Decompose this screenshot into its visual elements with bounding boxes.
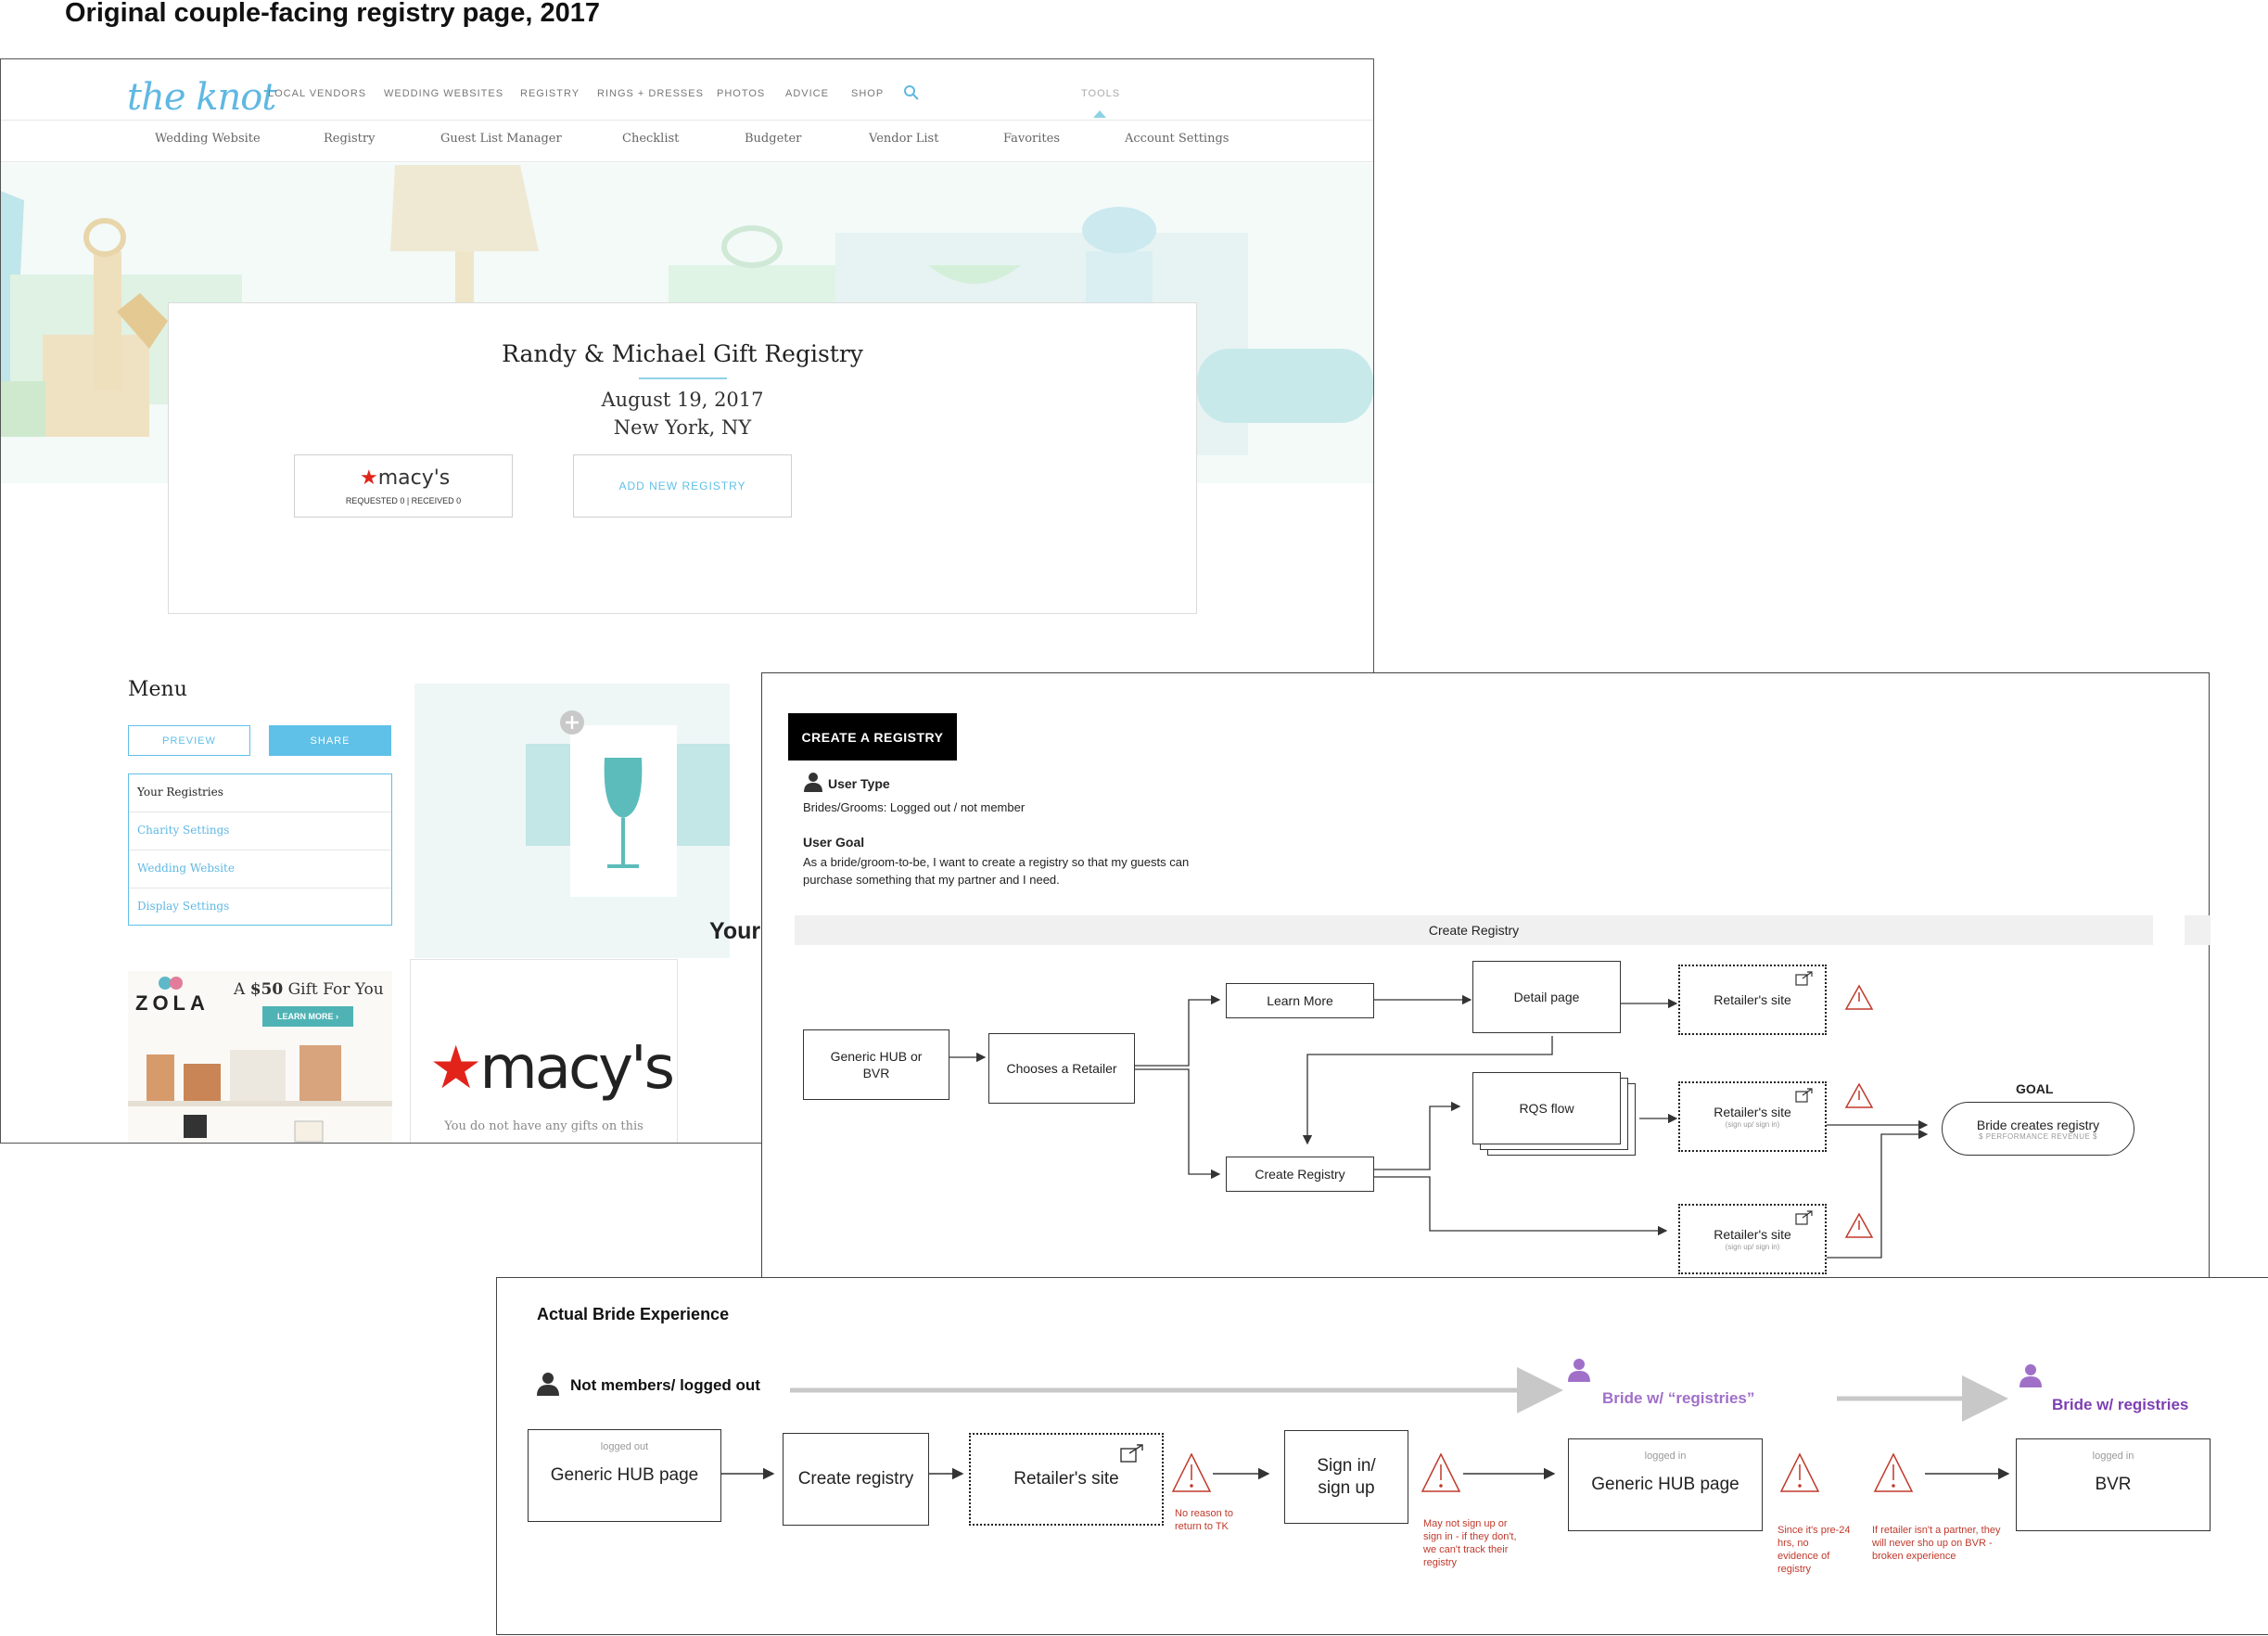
node-create-registry: Create Registry [1226,1157,1374,1192]
node-create-registry: Create registry [783,1433,929,1526]
note-may-not-sign-up: May not sign up or sign in - if they don… [1423,1518,1517,1568]
macys-logo: ★macy's [360,467,451,490]
subnav-registry[interactable]: Registry [324,132,376,146]
macys-registry-panel[interactable]: ★macy's You do not have any gifts on thi… [410,959,678,1143]
nav-local-vendors[interactable]: LOCAL VENDORS [268,88,367,99]
subnav-wedding-website[interactable]: Wedding Website [155,132,261,146]
add-new-registry-button[interactable]: ADD NEW REGISTRY [573,454,792,518]
user-icon-purple [1568,1359,1590,1382]
node-rqs-flow: RQS flow [1472,1072,1621,1144]
node-generic-hub-or-bvr: Generic HUB or BVR [803,1029,949,1100]
zola-logo: ZOLA [135,991,210,1015]
registry-title: Randy & Michael Gift Registry [502,340,863,367]
user-icon [537,1373,559,1396]
zola-learn-more-button[interactable]: LEARN MORE › [262,1006,353,1027]
macys-registry-tile[interactable]: ★macy's REQUESTED 0 | RECEIVED 0 [294,454,513,518]
nav-advice[interactable]: ADVICE [785,88,829,99]
user-type-label: User Type [828,776,890,791]
nav-registry[interactable]: REGISTRY [520,88,580,99]
node-retailer-site-1: Retailer's site [1678,965,1827,1035]
zola-ad[interactable]: ZOLA A $50 Gift For You LEARN MORE › [128,971,392,1143]
your-heading: Your [709,918,761,944]
subnav-account-settings[interactable]: Account Settings [1125,132,1230,146]
band-end [2185,915,2211,945]
nav-wedding-websites[interactable]: WEDDING WEBSITES [384,88,504,99]
user-icon [804,773,822,792]
star-icon: ★ [429,1034,482,1103]
node-chooses-retailer: Chooses a Retailer [988,1033,1135,1104]
goal-bride-creates-registry: Bride creates registry$ PERFORMANCE REVE… [1942,1102,2134,1156]
segment-not-members: Not members/ logged out [570,1376,760,1394]
menu-title: Menu [128,678,187,701]
nav-divider [1,120,1373,121]
wine-glass-illustration [526,725,730,897]
create-registry-band: Create Registry [795,915,2153,945]
subnav-divider [1,161,1373,162]
node-detail-page: Detail page [1472,961,1621,1033]
external-link-icon [1795,971,1813,986]
note-pre-24-hrs: Since it's pre-24 hrs, no evidence of re… [1777,1525,1851,1575]
registry-counts: REQUESTED 0 | RECEIVED 0 [345,496,462,505]
title-underline [639,377,727,379]
preview-button[interactable]: PREVIEW [128,725,250,756]
tools-caret-icon [1093,110,1106,118]
nav-photos[interactable]: PHOTOS [717,88,766,99]
menu-item-charity-settings[interactable]: Charity Settings [129,812,391,850]
segment-bride-registries: Bride w/ registries [2052,1396,2189,1413]
wedding-date: August 19, 2017 [601,389,764,411]
registry-card: Randy & Michael Gift Registry August 19,… [168,302,1197,614]
flow-connectors [949,984,1929,1259]
create-registry-flow: CREATE A REGISTRY User Type Brides/Groom… [761,672,2211,1322]
external-link-icon [1795,1088,1813,1103]
hearts-icon [159,977,183,990]
zola-offer: A $50 Gift For You [234,980,384,999]
menu-item-display-settings[interactable]: Display Settings [137,900,230,913]
kitchenware-illustration [128,1045,392,1143]
subnav-guest-list-manager[interactable]: Guest List Manager [440,132,562,146]
note-retailer-not-partner: If retailer isn't a partner, they will n… [1872,1525,2001,1562]
menu-item-your-registries[interactable]: Your Registries [129,774,391,812]
user-type-value: Brides/Grooms: Logged out / not member [803,800,1026,814]
menu-item-wedding-website[interactable]: Wedding Website [129,850,391,888]
actual-bride-experience: Actual Bride Experience Not members/ log… [496,1277,2268,1635]
bride-flow-connectors [721,1367,2010,1492]
menu-list: Your Registries Charity Settings Wedding… [128,773,392,926]
node-retailer-site: Retailer's site [969,1433,1164,1526]
knot-registry-screenshot: the knot LOCAL VENDORS WEDDING WEBSITES … [0,58,1374,1144]
add-item-plus-icon[interactable] [559,709,585,735]
subnav-vendor-list[interactable]: Vendor List [869,132,939,146]
external-link-icon [1120,1444,1143,1463]
share-button[interactable]: SHARE [269,725,391,756]
external-link-icon [1795,1210,1813,1225]
search-icon[interactable] [903,84,920,101]
star-icon: ★ [360,467,378,490]
user-icon-purple [2020,1364,2042,1387]
bride-experience-title: Actual Bride Experience [537,1305,730,1323]
node-retailer-site-3: Retailer's site(sign up/ sign in) [1678,1204,1827,1274]
nav-tools[interactable]: TOOLS [1081,88,1121,99]
create-registry-badge: CREATE A REGISTRY [788,713,957,760]
node-retailer-site-2: Retailer's site(sign up/ sign in) [1678,1081,1827,1152]
macys-large-logo: ★macy's [429,1034,675,1103]
knot-logo[interactable]: the knot [127,76,276,119]
nav-shop[interactable]: SHOP [851,88,885,99]
user-goal-label: User Goal [803,835,865,850]
segment-bride-quoted-registries: Bride w/ “registries” [1602,1389,1755,1407]
nav-rings-dresses[interactable]: RINGS + DRESSES [597,88,704,99]
subnav-checklist[interactable]: Checklist [622,132,680,146]
goal-label: GOAL [2016,1081,2054,1096]
wedding-location: New York, NY [613,416,752,439]
page-heading: Original couple-facing registry page, 20… [65,0,600,28]
node-learn-more: Learn More [1226,983,1374,1018]
subnav-budgeter[interactable]: Budgeter [745,132,802,146]
user-goal-value: As a bride/groom-to-be, I want to create… [803,855,1190,887]
subnav-favorites[interactable]: Favorites [1003,132,1061,146]
empty-registry-message: You do not have any gifts on this [444,1119,643,1133]
warning-icons [1844,984,1874,1238]
node-sign-in-sign-up: Sign in/ sign up [1284,1430,1408,1524]
note-no-reason-to-return: No reason to return to TK [1175,1508,1233,1532]
